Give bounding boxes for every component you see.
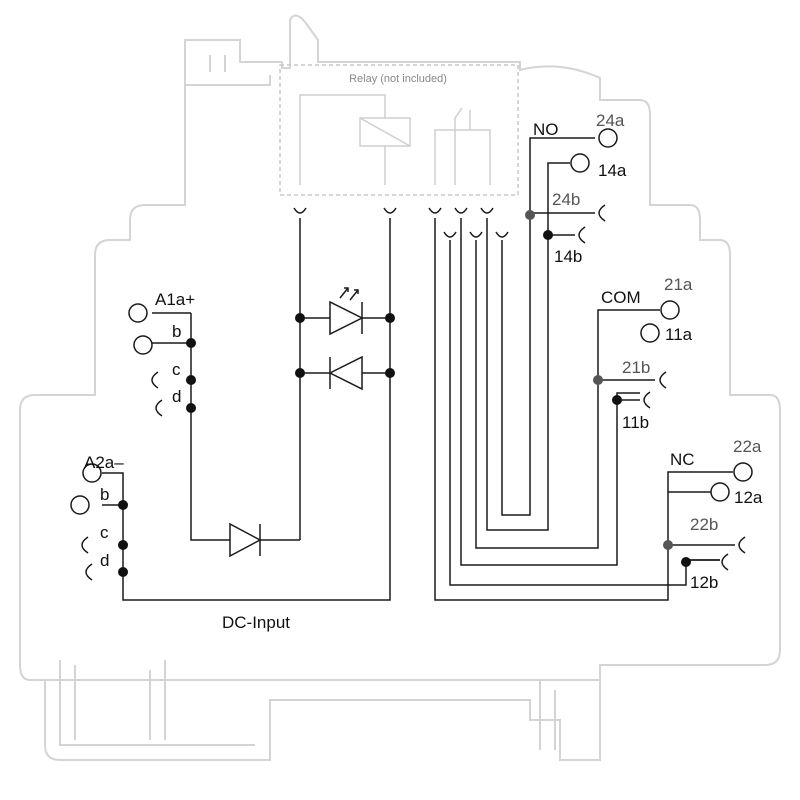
- terminal-A2a: [82, 463, 102, 483]
- terminal-12a: [710, 482, 730, 502]
- label-A2b: b: [100, 485, 109, 504]
- terminal-21a: [660, 300, 680, 320]
- label-21a: 21a: [664, 275, 693, 294]
- label-22a: 22a: [733, 437, 762, 456]
- relay-title: Relay (not included): [349, 73, 447, 85]
- label-A1d: d: [172, 387, 181, 406]
- label-22b: 22b: [690, 515, 718, 534]
- terminal-symbols: [70, 128, 753, 581]
- label-24a: 24a: [596, 111, 625, 130]
- relay-socket: Relay (not included): [279, 64, 519, 196]
- label-A2a: A2a–: [84, 453, 124, 472]
- relay-plug-contacts: [293, 207, 509, 238]
- protection-diode-symbol: [328, 355, 363, 391]
- label-14a: 14a: [598, 161, 627, 180]
- label-A2d: d: [100, 551, 109, 570]
- terminal-11a: [640, 323, 660, 343]
- label-dc-input: DC-Input: [222, 613, 290, 632]
- terminal-labels: A1a+ b c d A2a– b c d NO 24a 14a 24b 14b…: [84, 111, 763, 632]
- label-21b: 21b: [622, 358, 650, 377]
- label-A1a: A1a+: [155, 290, 195, 309]
- terminal-A1b: [133, 335, 153, 355]
- input-circuit: [102, 218, 391, 601]
- label-A1b: b: [172, 322, 181, 341]
- label-12b: 12b: [690, 573, 718, 592]
- led-symbol: [329, 287, 364, 336]
- output-wiring: [434, 137, 735, 601]
- label-11a: 11a: [665, 325, 693, 344]
- label-14b: 14b: [554, 247, 582, 266]
- label-COM: COM: [601, 288, 641, 307]
- label-NC: NC: [670, 450, 695, 469]
- label-11b: 11b: [622, 413, 649, 432]
- terminal-22a: [733, 462, 753, 482]
- terminal-A1a: [128, 303, 148, 323]
- label-A1c: c: [172, 360, 181, 379]
- label-NO: NO: [533, 120, 559, 139]
- terminal-14a: [570, 153, 590, 173]
- label-A2c: c: [100, 523, 109, 542]
- terminal-A2b: [70, 495, 90, 515]
- housing-outline: [19, 14, 781, 761]
- label-12a: 12a: [734, 488, 763, 507]
- terminal-24a: [598, 128, 618, 148]
- junction-dots: [118, 210, 691, 577]
- series-diode-symbol: [229, 522, 262, 558]
- label-24b: 24b: [552, 190, 580, 209]
